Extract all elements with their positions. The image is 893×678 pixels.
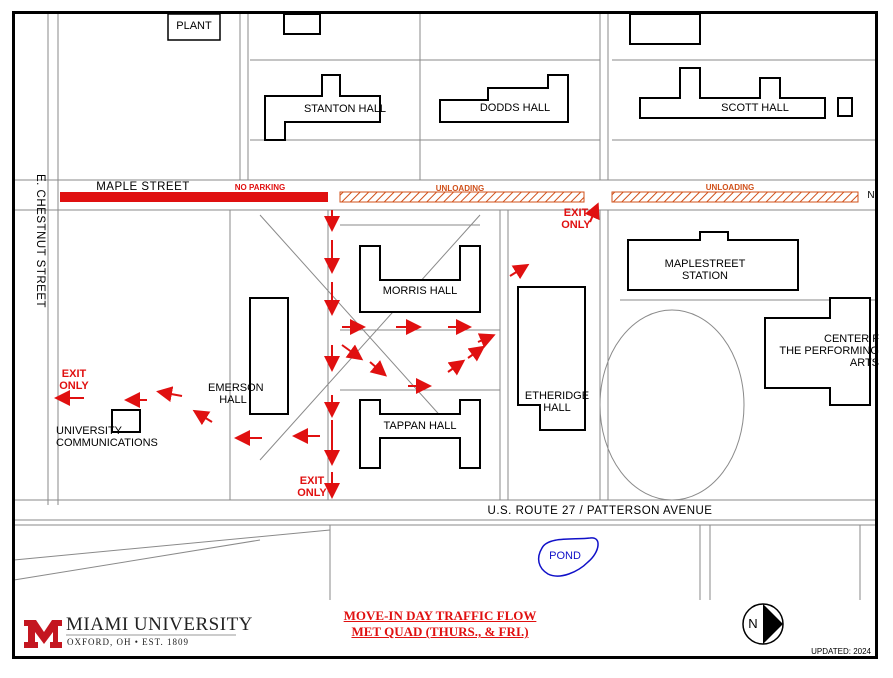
tappan-hall-label: TAPPAN HALL — [383, 420, 457, 432]
university-communications-label: UNIVERSITY COMMUNICATIONS — [56, 425, 158, 449]
map-frame — [12, 11, 878, 659]
unloading-zone-1 — [339, 191, 585, 203]
north-label: N — [748, 616, 758, 631]
dodds-hall-label: DODDS HALL — [479, 102, 551, 114]
exit-only-north: EXIT ONLY — [561, 207, 591, 231]
plant-label: PLANT — [176, 20, 212, 32]
maplestreet-station-label: MAPLESTREET STATION — [664, 258, 746, 282]
unloading-label-2: UNLOADING — [705, 183, 755, 192]
scott-hall-label: SCOTT HALL — [721, 102, 789, 114]
exit-only-west: EXIT ONLY — [59, 368, 89, 392]
pond-shape — [537, 537, 599, 577]
university-name: MIAMI UNIVERSITY — [66, 614, 253, 635]
university-location: OXFORD, OH • EST. 1809 — [67, 637, 189, 647]
pond-label: POND — [549, 550, 581, 562]
unloading-zone-2 — [611, 191, 859, 203]
building-footprints — [111, 13, 871, 469]
north-arrow — [742, 603, 784, 645]
edge-n-label: N — [867, 190, 875, 201]
chestnut-street-label: E. CHESTNUT STREET — [34, 173, 46, 309]
route-27-label: U.S. ROUTE 27 / PATTERSON AVENUE — [487, 505, 713, 517]
map-title: MOVE-IN DAY TRAFFIC FLOW — [343, 608, 537, 623]
miami-m-logo — [24, 620, 62, 648]
performing-arts-label: CENTER F THE PERFORMING ARTS — [779, 333, 879, 369]
exit-only-south: EXIT ONLY — [297, 475, 327, 499]
traffic-flow-arrows — [54, 202, 600, 499]
maple-street-label: MAPLE STREET — [96, 181, 190, 193]
no-parking-zone — [60, 192, 328, 202]
no-parking-label: NO PARKING — [234, 183, 286, 192]
unloading-label-1: UNLOADING — [435, 184, 485, 193]
map-subtitle: MET QUAD (THURS., & FRI.) — [351, 624, 529, 639]
street-grid — [13, 14, 875, 600]
updated-date: UPDATED: 2024 — [811, 647, 871, 656]
stanton-hall-label: STANTON HALL — [303, 103, 387, 115]
emerson-hall-label: EMERSON HALL — [208, 382, 264, 406]
etheridge-hall-label: ETHERIDGE HALL — [524, 390, 590, 414]
morris-hall-label: MORRIS HALL — [382, 285, 458, 297]
